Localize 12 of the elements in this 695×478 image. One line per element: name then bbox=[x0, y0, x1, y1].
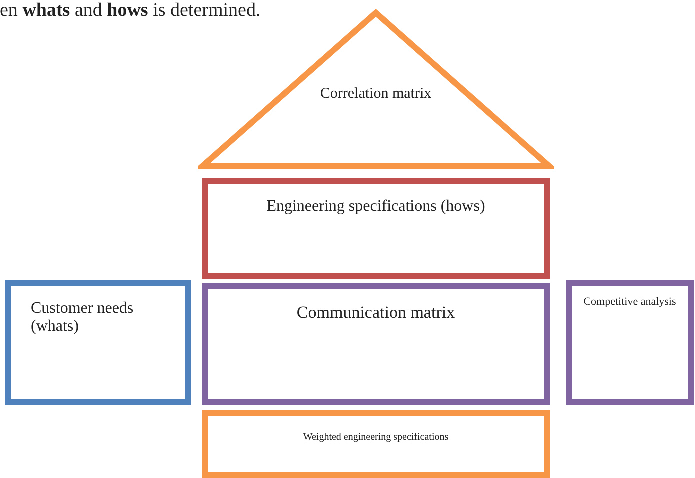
section-label: Engineering specifications (hows) bbox=[266, 198, 486, 216]
analysis-box bbox=[566, 280, 694, 405]
caption-sentence: en whats and hows is determined. bbox=[0, 0, 261, 22]
needs-box bbox=[5, 280, 191, 405]
weighted-box bbox=[202, 410, 550, 478]
section-label: Communication matrix bbox=[296, 303, 456, 323]
matrix-box bbox=[202, 283, 550, 405]
section-label: Correlation matrix bbox=[319, 86, 433, 104]
section-label: Customer needs (whats) bbox=[31, 300, 135, 337]
specification-box bbox=[202, 178, 550, 279]
section-label: Competitive analysis bbox=[582, 296, 678, 309]
section-label: Weighted engineering specifications bbox=[302, 432, 450, 444]
